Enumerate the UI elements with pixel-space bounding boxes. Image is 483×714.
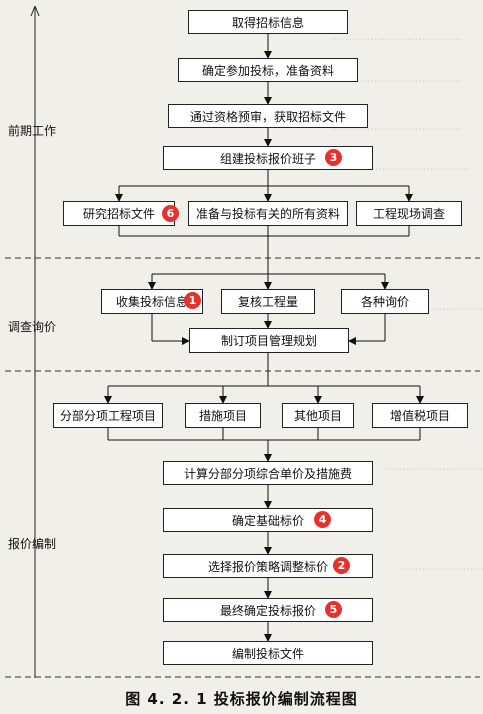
badge-1: 1 (184, 292, 201, 309)
step-project-plan: 制订项目管理规划 (189, 328, 349, 353)
background-text: ……………………………… (330, 72, 462, 85)
step-calc-unit-prices: 计算分部分项综合单价及措施费 (163, 461, 373, 485)
step-inquiries: 各种询价 (341, 289, 429, 314)
step-prepare-materials: 准备与投标有关的所有资料 (188, 201, 348, 226)
background-text: ……………………………… (330, 30, 462, 43)
step-prepare-bid-docs: 编制投标文件 (163, 641, 373, 665)
figure-caption: 图 4. 2. 1 投标报价编制流程图 (125, 690, 358, 708)
background-text: ………………………… (360, 160, 470, 173)
step-recheck-quantities: 复核工程量 (221, 289, 315, 314)
badge-2: 2 (333, 557, 350, 574)
step-prequalification: 通过资格预审，获取招标文件 (168, 104, 368, 128)
step-study-tender-docs: 研究招标文件 (63, 201, 175, 226)
step-site-survey: 工程现场调查 (356, 201, 462, 226)
background-text: ……………………… (400, 560, 483, 573)
item-other: 其他项目 (282, 403, 354, 428)
step-decide-to-bid: 确定参加投标，准备资料 (178, 58, 358, 82)
step-base-price: 确定基础标价 (163, 508, 373, 532)
item-subdivision-works: 分部分项工程项目 (53, 403, 163, 428)
badge-3: 3 (325, 149, 342, 166)
badge-6: 6 (162, 205, 179, 222)
item-vat: 增值税项目 (372, 403, 468, 428)
badge-4: 4 (314, 511, 331, 528)
phase-label-prep: 报价编制 (8, 537, 57, 551)
item-measures: 措施项目 (185, 403, 261, 428)
phase-label-early: 前期工作 (8, 124, 57, 138)
step-obtain-tender-info: 取得招标信息 (188, 10, 348, 34)
phase-axis (30, 5, 36, 17)
background-text: ………………………… (380, 460, 483, 473)
badge-5: 5 (325, 601, 342, 618)
phase-axis (34, 5, 40, 17)
phase-label-inquiry: 调查询价 (8, 320, 57, 334)
